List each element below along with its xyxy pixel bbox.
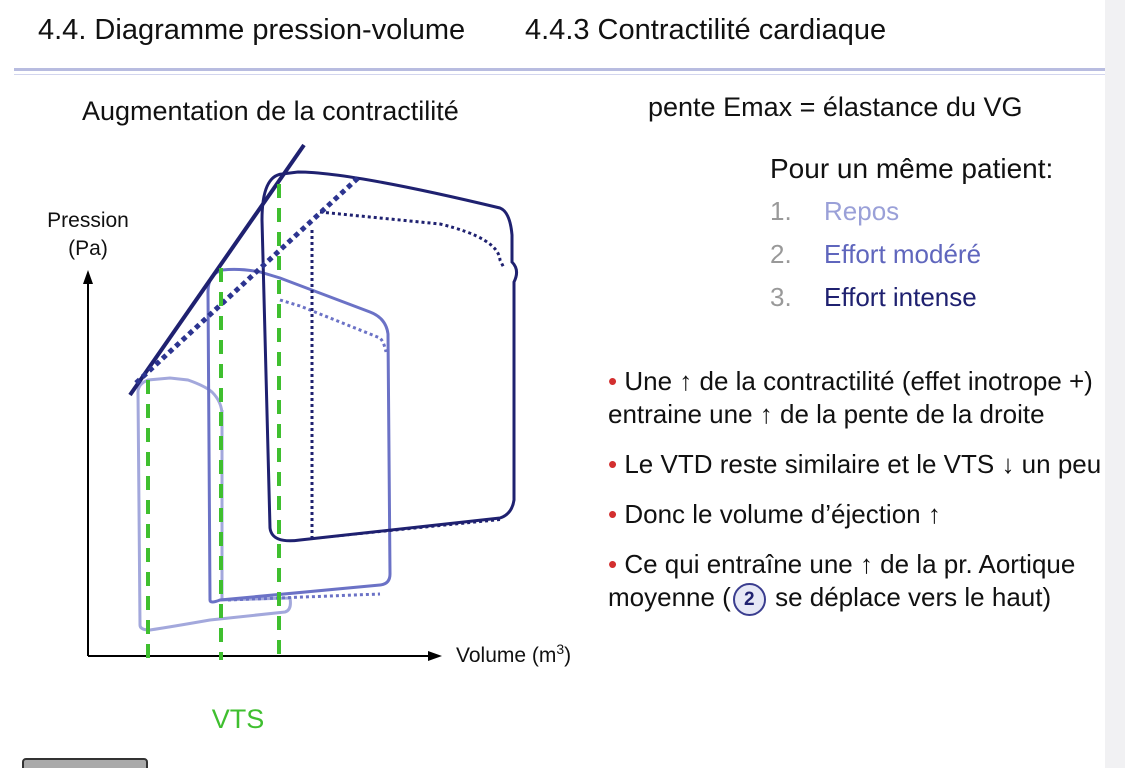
header: 4.4. Diagramme pression-volume 4.4.3 Con… — [0, 0, 1105, 70]
legend-number: 2. — [770, 239, 792, 269]
bullet-vtd-vts: • Le VTD reste similaire et le VTS ↓ un … — [608, 448, 1105, 481]
legend-number: 3. — [770, 282, 792, 312]
bullet-pression-aortique: • Ce qui entraîne une ↑ de la pr. Aortiq… — [608, 548, 1105, 616]
license-badge-icon — [22, 758, 148, 768]
patient-caption: Pour un même patient: — [770, 153, 1054, 184]
bullet-text: Le VTD reste similaire et le VTS ↓ un pe… — [624, 449, 1102, 479]
bullet-ejection: • Donc le volume d’éjection ↑ — [608, 498, 1105, 531]
loop-modere-dotted — [279, 298, 388, 353]
section-title: 4.4. Diagramme pression-volume — [38, 14, 466, 46]
legend-label: Effort modéré — [824, 239, 982, 269]
x-axis-label: Volume (m3) — [456, 641, 571, 667]
y-axis-arrow-icon — [83, 270, 93, 284]
legend-label: Effort intense — [824, 282, 977, 312]
bullet-text-end: se déplace vers le haut) — [775, 582, 1052, 612]
bullet-dot-icon: • — [608, 549, 618, 579]
bullet-contractilite: • Une ↑ de la contractilité (effet inotr… — [608, 365, 1105, 431]
legend-item-modere: 2. Effort modéré — [770, 239, 981, 282]
header-divider — [14, 68, 1105, 71]
diagram-title: Augmentation de la contractilité — [82, 96, 459, 126]
legend-list: 1. Repos 2. Effort modéré 3. Effort intense — [770, 196, 981, 325]
bullet-dot-icon: • — [608, 499, 618, 529]
legend-label: Repos — [824, 196, 900, 226]
emax-line-dotted — [134, 176, 360, 385]
pv-diagram: Pression (Pa) Volume (m3) VTS — [47, 143, 571, 734]
loop-modere-dotted-bottom — [227, 592, 381, 602]
loop-intense — [260, 170, 519, 543]
bullet-list: • Une ↑ de la contractilité (effet inotr… — [608, 365, 1105, 633]
bullet-text: Une ↑ de la contractilité (effet inotrop… — [608, 366, 1093, 429]
bullet-dot-icon: • — [608, 449, 618, 479]
bullet-dot-icon: • — [608, 366, 618, 396]
y-axis-unit: (Pa) — [68, 237, 108, 260]
y-axis-label: Pression — [47, 209, 129, 232]
legend-item-repos: 1. Repos — [770, 196, 981, 239]
header-divider-thin — [14, 74, 1105, 75]
emax-caption: pente Emax = élastance du VG — [648, 92, 1023, 122]
bullet-text: Donc le volume d’éjection ↑ — [624, 499, 941, 529]
vts-label: VTS — [212, 704, 265, 734]
loop-modere — [206, 267, 392, 604]
bullet-text: Ce qui entraîne une ↑ de la pr. Aortique… — [608, 549, 1076, 612]
emax-line-solid — [128, 143, 306, 397]
legend-item-intense: 3. Effort intense — [770, 282, 981, 325]
x-axis-arrow-icon — [428, 651, 442, 661]
loop-intense-dotted-top — [319, 210, 506, 269]
subsection-title: 4.4.3 Contractilité cardiaque — [525, 14, 887, 46]
legend-number: 1. — [770, 196, 792, 226]
badge-2-icon: 2 — [732, 582, 766, 616]
